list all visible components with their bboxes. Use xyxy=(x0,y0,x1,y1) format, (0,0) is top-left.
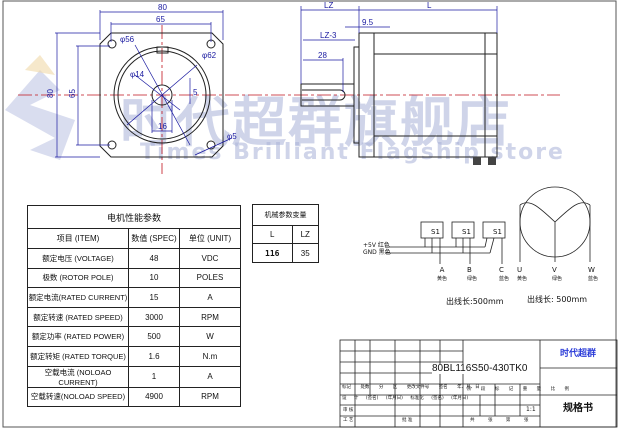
mech-value-l: 116 xyxy=(252,243,293,263)
dim-key-16: 16 xyxy=(158,122,167,131)
sensor-3: S1 xyxy=(493,228,502,236)
wiring-diagram xyxy=(385,186,591,264)
header-spec: 数值 (SPEC) xyxy=(128,228,180,249)
dim-d62: φ62 xyxy=(202,51,217,60)
watermark-cn: 时代超群旗舰店 xyxy=(120,91,512,154)
process-label: 工 艺 xyxy=(343,418,354,423)
phase-lead-length: 出线长: 500mm xyxy=(527,295,588,304)
review-label: 审 核 xyxy=(343,408,354,413)
dim-key-5: 5 xyxy=(193,88,198,97)
dim-d14: φ14 xyxy=(130,70,145,79)
row-unit: RPM xyxy=(179,386,241,408)
approve-label: 批 准 xyxy=(402,418,413,423)
dim-d5: φ5 xyxy=(227,132,237,141)
hall-lead-length: 出线长:500mm xyxy=(446,297,504,306)
row-item: 空载电流 (NOLOAO CURRENT) xyxy=(27,365,129,388)
dim-80-v: 80 xyxy=(46,89,55,98)
dim-9-5: 9.5 xyxy=(362,18,374,27)
dim-lz: LZ xyxy=(324,1,333,10)
dim-d56: φ56 xyxy=(120,35,135,44)
side-dims xyxy=(300,6,498,92)
power-gnd: GND 黑色 xyxy=(363,249,391,256)
stage-labels: 阶 段 标 记 重 量 比 例 xyxy=(467,387,570,392)
title-block-labels-row1: 标记 处数 分 区 更改文件号 签名 年、月、日 xyxy=(342,385,480,390)
header-unit: 单位 (UNIT) xyxy=(179,228,241,249)
model-number: 80BL116S50-430TK0 xyxy=(432,363,528,374)
front-dims xyxy=(55,10,233,158)
dim-65: 65 xyxy=(156,15,165,24)
row-unit: RPM xyxy=(179,306,241,328)
performance-table: 电机性能参数 项目 (ITEM) 数值 (SPEC) 单位 (UNIT) 额定电… xyxy=(27,205,241,408)
centerlines xyxy=(18,25,560,174)
dim-80: 80 xyxy=(158,3,167,12)
doc-type: 规格书 xyxy=(563,403,593,414)
sensor-1: S1 xyxy=(431,228,440,236)
scale-value: 1:1 xyxy=(526,406,536,413)
mech-value-lz: 35 xyxy=(291,243,320,263)
front-view xyxy=(99,32,224,158)
company-name: 时代超群 xyxy=(560,349,597,359)
title-block-labels-row2: 设 计 (签名) (年月日) 标准化 (签名) (年月日) xyxy=(342,396,469,401)
hatch-marks xyxy=(473,157,496,165)
side-view xyxy=(300,32,498,158)
dim-l: L xyxy=(427,1,432,10)
sheet-label: 共 张 第 张 xyxy=(470,418,529,423)
mech-header-lz: LZ xyxy=(291,225,320,244)
dim-28: 28 xyxy=(318,51,327,60)
sensor-2: S1 xyxy=(462,228,471,236)
dim-lz3: LZ-3 xyxy=(320,31,337,40)
power-5v: +5V 红色 xyxy=(363,242,390,249)
row-unit: A xyxy=(179,365,241,388)
dim-65-v: 65 xyxy=(68,89,77,98)
